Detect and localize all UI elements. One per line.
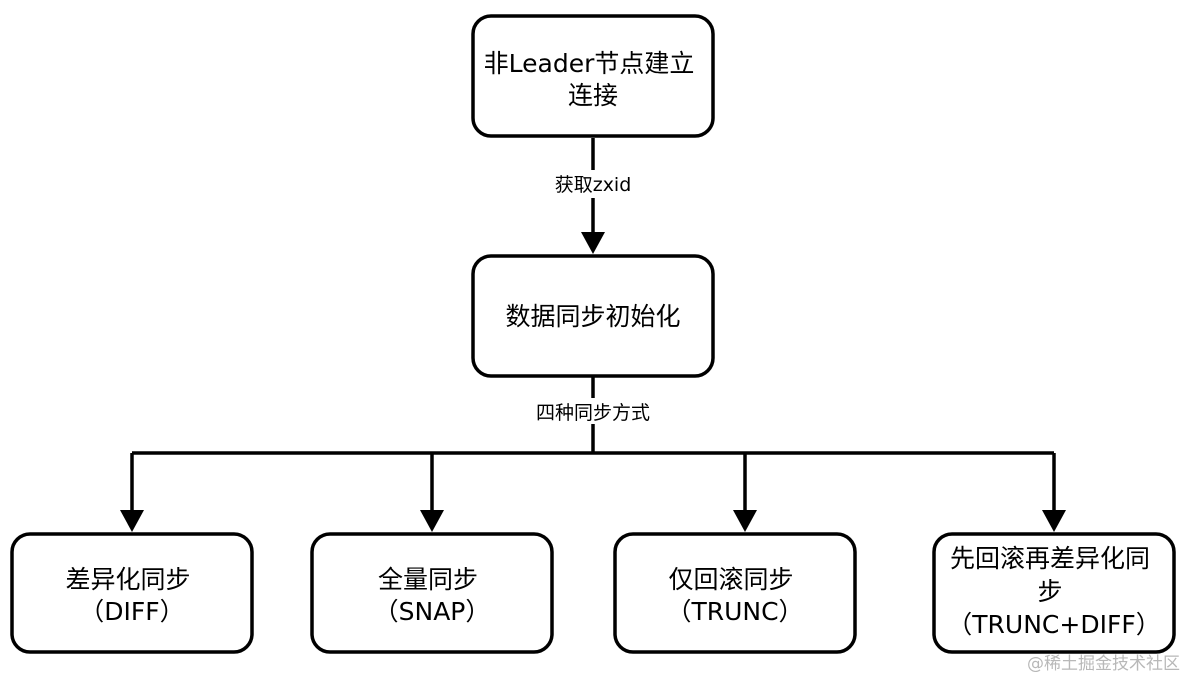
svg-text:差异化同步 （DIFF）: 差异化同步 （DIFF）	[66, 565, 199, 626]
node-diff-line-2: （DIFF）	[79, 597, 184, 626]
node-connect-line-1: 非Leader节点建立	[484, 49, 695, 78]
node-init: 数据同步初始化	[471, 254, 715, 378]
node-connect: 非Leader节点建立 连接	[471, 14, 715, 138]
node-trunc-line-2: （TRUNC）	[666, 597, 803, 626]
node-snap: 全量同步 （SNAP）	[310, 532, 554, 654]
svg-text:非Leader节点建立 连接: 非Leader节点建立 连接	[484, 49, 703, 110]
node-trunc-line-1: 仅回滚同步	[669, 565, 794, 594]
node-diff-line-1: 差异化同步	[66, 565, 191, 594]
node-trunc-diff-line-2: 步	[1038, 577, 1063, 606]
node-connect-line-2: 连接	[568, 81, 618, 110]
node-trunc-diff-line-1: 先回滚再差异化同	[950, 544, 1150, 573]
node-trunc: 仅回滚同步 （TRUNC）	[613, 532, 857, 654]
edge-four-modes: 四种同步方式	[120, 376, 1066, 532]
edge-label-four-modes: 四种同步方式	[536, 402, 650, 424]
watermark-text: @稀土掘金技术社区	[1027, 654, 1180, 674]
edge-label-get-zxid: 获取zxid	[555, 174, 632, 196]
node-snap-line-1: 全量同步	[378, 565, 478, 594]
node-trunc-diff-line-3: （TRUNC+DIFF）	[947, 610, 1160, 639]
edge-get-zxid: 获取zxid	[536, 138, 650, 254]
svg-text:仅回滚同步 （TRUNC）: 仅回滚同步 （TRUNC）	[666, 565, 803, 626]
node-diff: 差异化同步 （DIFF）	[10, 532, 254, 654]
svg-text:全量同步 （SNAP）: 全量同步 （SNAP）	[374, 565, 491, 626]
node-snap-line-2: （SNAP）	[374, 597, 491, 626]
node-trunc-diff: 先回滚再差异化同 步 （TRUNC+DIFF）	[932, 532, 1176, 654]
svg-text:先回滚再差异化同 步 （TRUNC+: 先回滚再差异化同 步 （TRUNC+DIFF）	[947, 544, 1160, 639]
node-init-line-1: 数据同步初始化	[505, 302, 680, 331]
